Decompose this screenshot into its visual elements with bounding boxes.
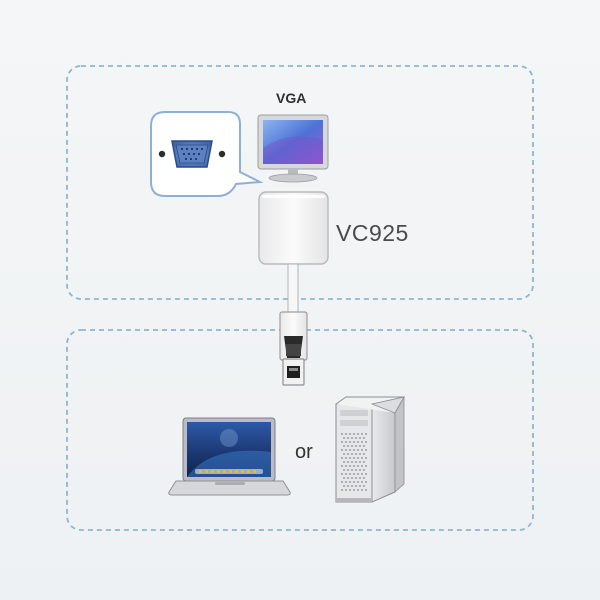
- vc925-adapter-icon: [258, 191, 329, 315]
- tower-pc-icon: [335, 395, 405, 503]
- laptop-icon: [168, 417, 291, 496]
- adapter-model-label: VC925: [336, 220, 409, 246]
- vga-monitor-icon: [257, 114, 329, 183]
- vga-label: VGA: [276, 90, 307, 106]
- or-label: or: [295, 441, 313, 463]
- vga-port-callout-icon: [150, 111, 264, 197]
- displayport-plug-icon: [279, 311, 308, 386]
- top-zone-border: [66, 65, 534, 300]
